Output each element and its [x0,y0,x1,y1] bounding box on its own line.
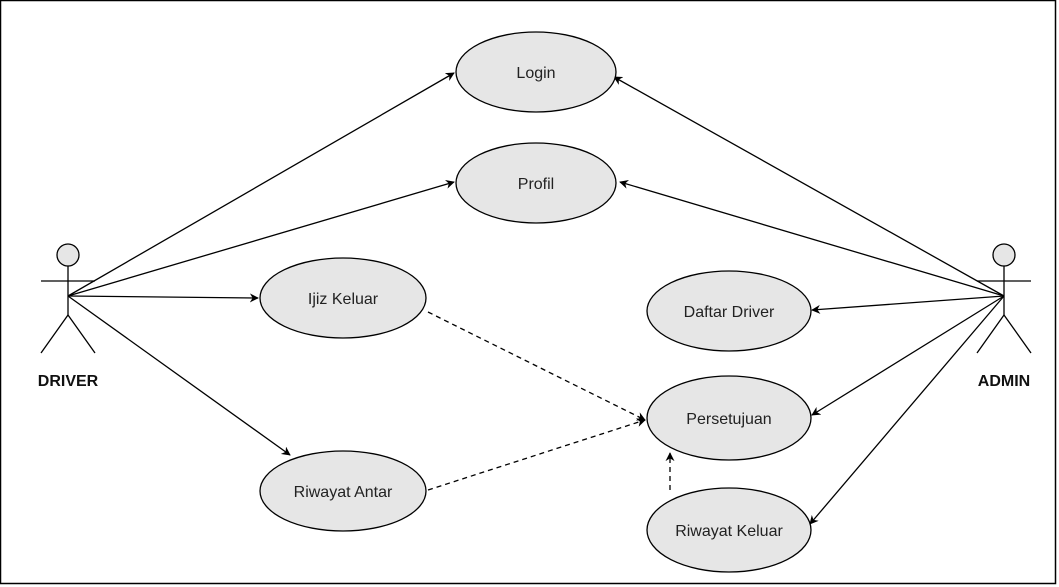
use-case-ijiz-keluar[interactable]: Ijiz Keluar [259,257,427,339]
use-case-riwayat-keluar[interactable]: Riwayat Keluar [646,487,812,573]
edge-driver-profil [67,179,455,297]
admin-associations [613,76,1005,525]
edge-admin-login [613,76,1005,297]
edge-driver-riwayat-antar [67,295,291,456]
use-case-login[interactable]: Login [455,31,617,113]
dashed-relations [427,311,675,491]
actor-admin-head [992,243,1016,267]
use-case-ijiz-keluar-label: Ijiz Keluar [308,291,379,308]
edge-driver-ijiz-keluar [67,293,259,303]
use-case-profil[interactable]: Profil [455,142,617,224]
driver-associations [67,72,455,456]
edge-ijiz-keluar-persetujuan [427,311,646,421]
actor-driver-head [56,243,80,267]
actor-admin-label: ADMIN [978,373,1030,390]
actor-driver[interactable] [40,243,96,354]
use-case-riwayat-keluar-label: Riwayat Keluar [675,523,783,540]
actor-driver-label: DRIVER [38,373,99,390]
edge-driver-login [67,72,455,297]
use-case-login-label: Login [516,65,555,82]
edge-admin-persetujuan [811,295,1005,416]
use-case-profil-label: Profil [518,176,554,193]
edge-admin-profil [619,179,1005,297]
use-case-riwayat-antar[interactable]: Riwayat Antar [259,450,427,532]
use-case-daftar-driver-label: Daftar Driver [684,304,775,321]
edge-admin-riwayat-keluar [809,295,1005,525]
use-case-daftar-driver[interactable]: Daftar Driver [646,270,812,352]
actor-admin[interactable] [976,243,1032,354]
use-case-persetujuan[interactable]: Persetujuan [646,375,812,461]
use-case-persetujuan-label: Persetujuan [686,411,771,428]
edge-riwayat-antar-persetujuan [427,418,646,491]
edge-admin-daftar-driver [811,295,1005,314]
use-case-riwayat-antar-label: Riwayat Antar [294,484,393,501]
